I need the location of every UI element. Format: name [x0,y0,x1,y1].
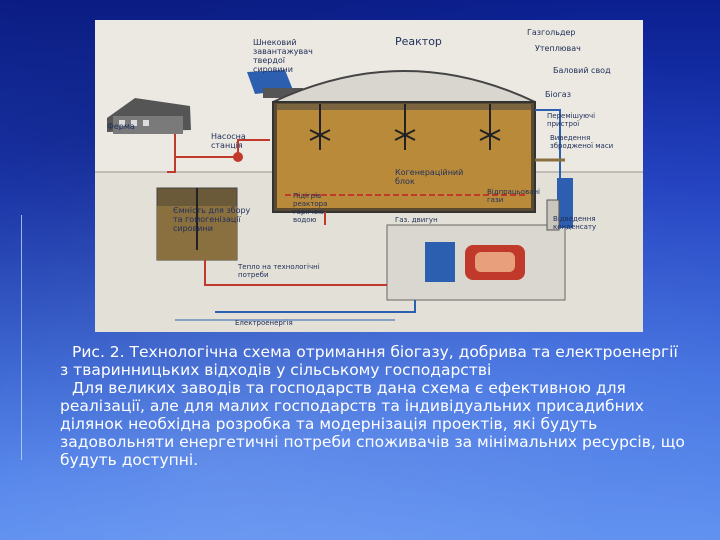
label-reactor: Реактор [395,36,442,48]
label-cogen: Когенераційний блок [395,168,475,186]
label-gasholder: Газгольдер [527,28,576,37]
label-biogas: Біогаз [545,90,571,99]
label-tank: Ємність для збору та гомогенізації сиров… [173,206,251,233]
label-pump: Насосна станція [211,132,251,150]
reactor-dome [273,71,535,102]
figure-caption: Рис. 2. Технологічна схема отримання біо… [60,343,690,469]
label-condensate: Відведення конденсату [553,215,609,231]
label-digestate-out: Виведення збродженої маси [550,134,614,150]
label-feeder: Шнековий завантажувач твердої сировини [253,38,323,74]
label-vault: Баловий свод [553,66,611,75]
cogeneration-unit-icon [387,225,565,300]
biogas-process-diagram: Шнековий завантажувач твердої сировини Р… [95,20,643,332]
caption-paragraph-2: Для великих заводів та господарств дана … [60,379,690,469]
label-gas-engine: Газ. двигун [395,216,455,224]
label-used-gas: Відпрацьовані гази [487,188,551,204]
caption-paragraph-1: Рис. 2. Технологічна схема отримання біо… [60,343,690,379]
label-insulation: Утеплювач [535,44,581,53]
manure-pipe [167,134,175,172]
label-heating: Підігрів реактора гарячою водою [293,192,333,224]
label-farm: Ферма [107,122,135,131]
decorative-vertical-line [21,215,22,460]
label-mixers: Перемішуючі пристрої [547,112,611,128]
label-electricity: Електроенергія [235,319,293,327]
label-heat-pipe: Тепло на технологічні потреби [238,263,334,279]
